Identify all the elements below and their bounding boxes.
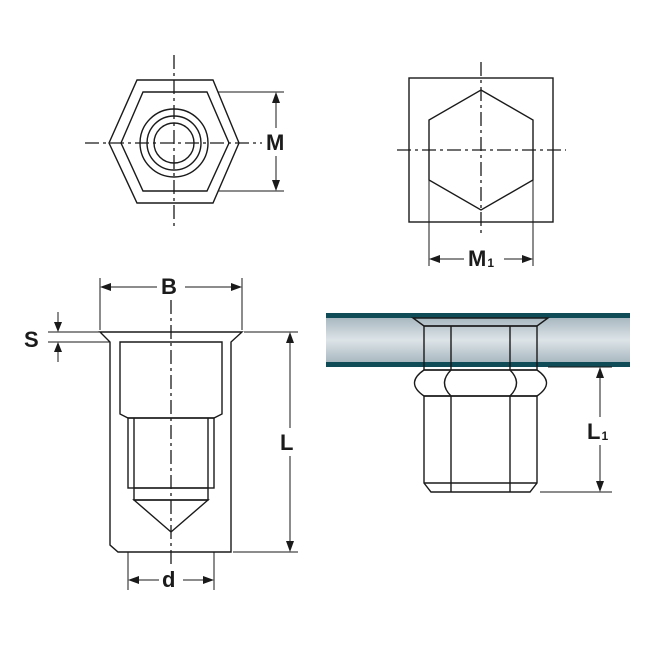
rivet-nut-section-view: B S L d bbox=[24, 272, 304, 594]
hex-hole-view: M1 bbox=[397, 62, 566, 272]
bulge-face-left bbox=[443, 369, 452, 397]
hex-inner bbox=[120, 91, 230, 192]
hex-end-view: M bbox=[85, 55, 292, 228]
bulge bbox=[413, 369, 548, 397]
arrow-L1-top bbox=[596, 367, 604, 378]
arrow-up bbox=[272, 92, 280, 103]
bulge-face-right bbox=[509, 369, 518, 397]
arrow-L-bottom bbox=[286, 541, 294, 552]
label-d: d bbox=[162, 567, 175, 592]
arrow-down bbox=[272, 180, 280, 191]
label-B: B bbox=[161, 274, 177, 299]
lower-body bbox=[423, 395, 538, 493]
installed-view: L1 bbox=[326, 313, 630, 493]
hex-outer bbox=[108, 79, 240, 204]
plate-body bbox=[326, 318, 630, 362]
arrow-d-left bbox=[128, 576, 139, 584]
arrow-L-top bbox=[286, 332, 294, 343]
label-M1: M1 bbox=[468, 246, 494, 271]
arrow-S-top bbox=[54, 322, 62, 332]
arrow-S-bottom bbox=[54, 342, 62, 352]
arrow-B-right bbox=[231, 283, 242, 291]
label-M: M bbox=[266, 130, 284, 155]
plate-bottom-strip bbox=[326, 362, 630, 367]
arrow-d-right bbox=[203, 576, 214, 584]
label-S: S bbox=[24, 327, 39, 352]
arrow-left bbox=[429, 255, 440, 263]
arrow-right bbox=[522, 255, 533, 263]
body-outline bbox=[98, 331, 244, 553]
plate-top-strip bbox=[326, 313, 630, 318]
arrow-B-left bbox=[100, 283, 111, 291]
label-L: L bbox=[280, 430, 293, 455]
hex-hole bbox=[428, 89, 534, 211]
label-L1: L1 bbox=[587, 419, 608, 444]
arrow-L1-bottom bbox=[596, 481, 604, 492]
